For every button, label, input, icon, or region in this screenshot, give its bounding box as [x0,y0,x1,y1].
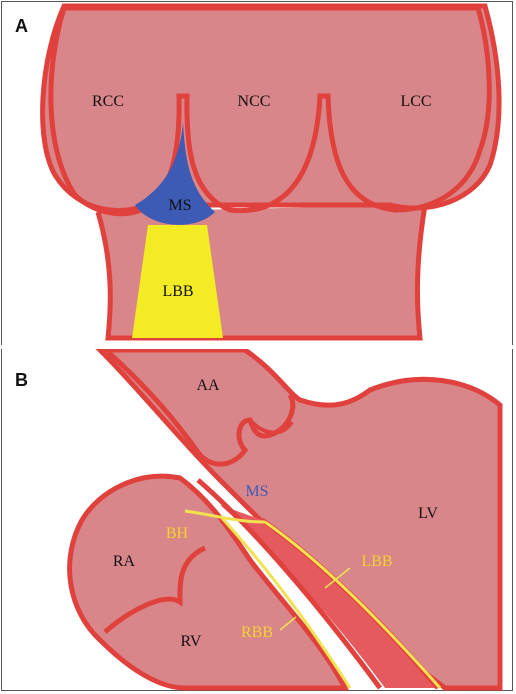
panel-b-tricuspid-divider [103,545,207,634]
panel-b-septal-wall-lower [196,478,383,690]
panel-b-rbb-pointer [279,616,297,631]
panel-b-label-rv: RV [181,633,202,650]
panel-b-bundle-of-his [184,509,266,524]
panel-a-label-rcc: RCC [92,93,124,110]
panel-b-label-lbb: LBB [361,553,392,570]
panel-a: A RCC NCC LCC MS LBB [15,3,502,341]
panel-b-label-ra: RA [113,553,136,570]
panel-a-septum [135,122,215,225]
panel-b-label-bh: BH [166,525,189,542]
panel-b: B AA MS LV BH RA LBB RBB RV [15,347,503,691]
panel-a-label-lbb: LBB [162,283,193,300]
panel-a-letter: A [15,16,28,36]
panel-a-label-ms: MS [168,197,191,214]
panel-b-left-bundle-branch [264,520,442,689]
panel-b-right-heart [67,473,350,691]
panel-a-label-ncc: NCC [238,93,271,110]
panel-b-septal-channel [220,505,438,688]
panel-a-cusps [48,5,492,217]
panel-b-right-bundle-branch [220,516,352,689]
panel-b-left-ventricle [93,347,503,691]
panel-b-lbb-pointer [324,567,351,589]
panel-b-aortic-sinus [248,418,294,435]
panel-b-label-rbb: RBB [241,624,273,641]
panel-a-left-bundle-branch [132,225,223,338]
panel-a-label-lcc: LCC [400,93,431,110]
panel-b-letter: B [15,370,28,390]
panel-a-aortic-root [40,3,502,213]
panel-b-label-aa: AA [196,377,220,394]
panel-b-label-ms: MS [245,483,268,500]
panel-b-label-lv: LV [418,505,438,522]
